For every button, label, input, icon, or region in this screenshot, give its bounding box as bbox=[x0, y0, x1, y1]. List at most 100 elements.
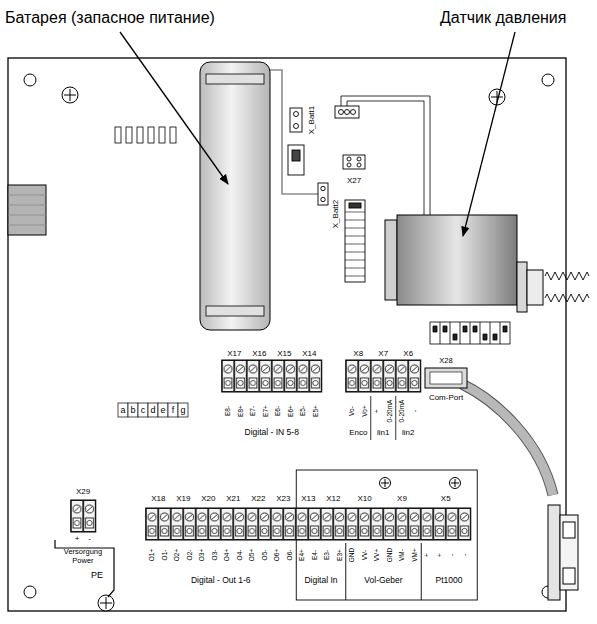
pin-name: VM- bbox=[399, 549, 406, 561]
group-name: Pt1000 bbox=[436, 576, 463, 585]
pin-name: E6+ bbox=[287, 405, 294, 417]
jumper-pin bbox=[321, 197, 325, 201]
letter-cell bbox=[138, 403, 148, 417]
capacitor bbox=[126, 127, 132, 143]
ribbon-lines bbox=[8, 195, 46, 225]
screw-cross bbox=[64, 89, 76, 101]
capacitor-row bbox=[115, 127, 176, 143]
dip-switch bbox=[430, 322, 510, 344]
pin-name: E3- bbox=[324, 550, 331, 560]
pin-name: O1- bbox=[161, 550, 168, 561]
header-pin bbox=[351, 110, 356, 115]
pe-screw bbox=[98, 595, 114, 611]
connector-name: X17 bbox=[227, 350, 241, 358]
pe-label: PE bbox=[91, 571, 103, 580]
jumper bbox=[343, 155, 365, 169]
connector-name: X14 bbox=[302, 350, 316, 358]
connector-name: X15 bbox=[277, 350, 291, 358]
screw bbox=[62, 87, 78, 103]
cell-letter: c bbox=[141, 406, 146, 415]
pin-strip-key bbox=[349, 203, 361, 208]
callout-text: Датчик давления bbox=[440, 10, 566, 26]
pin-name: VV- bbox=[361, 550, 368, 560]
pin-name: O3- bbox=[211, 550, 218, 561]
letter-cell bbox=[148, 403, 158, 417]
pin-name: E8+ bbox=[237, 405, 244, 417]
letter-cell bbox=[158, 403, 168, 417]
pin-name: VV+ bbox=[374, 549, 381, 561]
cell-letter: a bbox=[120, 406, 125, 415]
pin-strip-lines bbox=[345, 212, 365, 276]
group-name: Digital In bbox=[304, 576, 337, 585]
header bbox=[335, 106, 359, 118]
callout-text: Батарея (запасное питание) bbox=[5, 10, 215, 26]
pin-name: 0-20mA bbox=[399, 400, 406, 423]
leader-line bbox=[120, 32, 228, 184]
connector-name: X19 bbox=[176, 495, 190, 503]
pin-name: O3+ bbox=[199, 549, 206, 561]
jumper-name: X_Batt1 bbox=[308, 106, 316, 134]
ribbon-cable bbox=[8, 185, 46, 235]
group-name: Vol-Geber bbox=[364, 576, 402, 585]
jumper-pin bbox=[294, 124, 299, 129]
connector-name: X20 bbox=[201, 495, 215, 503]
mounting-hole bbox=[24, 586, 36, 598]
jumper-pin bbox=[347, 157, 351, 161]
pin-name: O6+ bbox=[274, 549, 281, 561]
dip-levers bbox=[433, 326, 507, 340]
screw-cross bbox=[451, 479, 459, 487]
capacitor bbox=[137, 127, 143, 143]
sensor-nut bbox=[527, 270, 543, 305]
cell-letter: d bbox=[150, 406, 155, 415]
terminal-strip-bottom bbox=[146, 470, 478, 600]
pin-name: O5+ bbox=[249, 549, 256, 561]
capacitor bbox=[115, 127, 121, 143]
battery-clip bbox=[206, 74, 264, 84]
group-name: Enco bbox=[349, 429, 367, 437]
letter-cell bbox=[178, 403, 188, 417]
pin-name: + bbox=[374, 409, 381, 413]
pin-name: O6- bbox=[286, 550, 293, 561]
jumper bbox=[318, 183, 328, 205]
pin-name: VM+ bbox=[411, 548, 418, 562]
battery-body bbox=[200, 62, 270, 330]
connector-name: X16 bbox=[252, 350, 266, 358]
pin-name: - bbox=[411, 410, 418, 412]
connector-name: X8 bbox=[353, 350, 363, 358]
connector-name: X22 bbox=[251, 495, 265, 503]
com-cable-outline bbox=[462, 384, 553, 495]
leader-line bbox=[463, 32, 515, 236]
connector-name: X6 bbox=[403, 350, 413, 358]
com-cable bbox=[462, 384, 553, 495]
group-name: lin2 bbox=[402, 429, 414, 437]
com-connector-slot bbox=[430, 372, 462, 384]
pin-name: - bbox=[88, 535, 91, 543]
group-name: Digital - Out 1-6 bbox=[191, 576, 251, 585]
connector-name: X5 bbox=[441, 495, 451, 503]
mounting-hole bbox=[542, 74, 554, 86]
pin-name: E5- bbox=[300, 406, 307, 416]
pin-name: - bbox=[461, 554, 468, 556]
switch bbox=[288, 145, 304, 175]
com-port bbox=[425, 368, 553, 495]
pin-name: O5- bbox=[261, 550, 268, 561]
battery-clip bbox=[206, 306, 264, 316]
hose-spring bbox=[545, 272, 589, 280]
terminal-caption: Versorgung Power bbox=[57, 548, 109, 565]
pin-name: Vo+ bbox=[361, 405, 368, 416]
connector-name: X21 bbox=[226, 495, 240, 503]
terminal-strip-top bbox=[222, 360, 421, 440]
com-connector bbox=[425, 368, 467, 388]
switch-lever bbox=[292, 150, 300, 161]
jumper-pin bbox=[294, 112, 299, 117]
connector-name: X18 bbox=[151, 495, 165, 503]
pin-name: + bbox=[75, 535, 80, 543]
dsub-screw bbox=[563, 568, 575, 584]
jumper-pin bbox=[321, 186, 325, 190]
power-terminal bbox=[71, 500, 96, 532]
hose-spring bbox=[545, 294, 589, 302]
group-separator bbox=[371, 396, 396, 440]
pin-name: O2+ bbox=[174, 549, 181, 561]
